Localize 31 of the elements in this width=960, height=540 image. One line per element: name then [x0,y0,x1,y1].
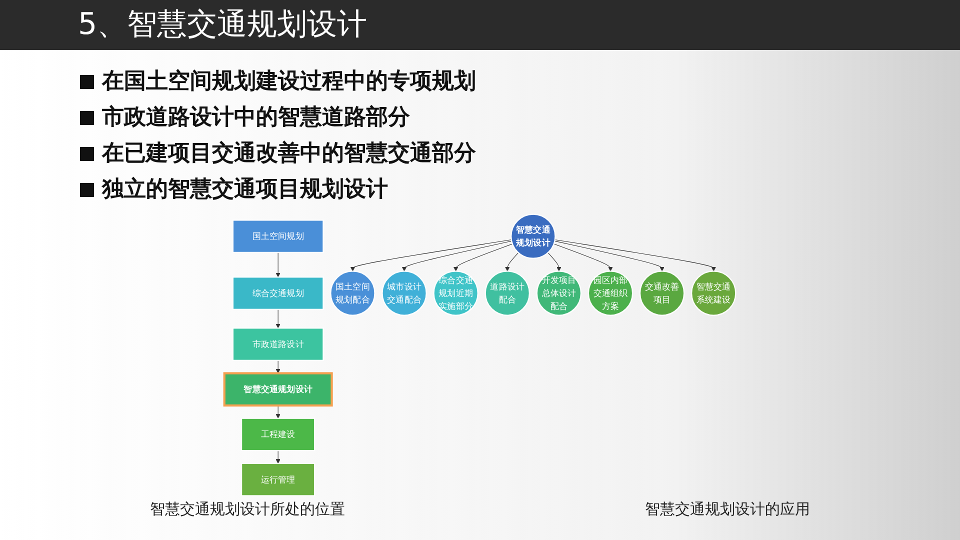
arrow [554,244,613,272]
bullet-text: 市政道路设计中的智慧道路部分 [102,104,410,132]
node-circle: 智慧交通规划设计 [510,214,556,259]
node-circle: 国土空间规划配合 [330,270,376,316]
node-circle: 道路设计配合 [484,270,530,316]
node-circle: 城市设计交通配合 [382,270,427,316]
bullet-text: 独立的智慧交通项目规划设计 [102,176,388,204]
node-box: 市政道路设计 [232,328,324,361]
arrow [350,239,512,272]
node-circle: 交通改善项目 [640,270,685,316]
arrow [554,239,716,272]
bullet-text: 在已建项目交通改善中的智慧交通部分 [102,140,476,168]
node-box: 智慧交通规划设计 [223,372,333,407]
diagram-caption: 智慧交通规划设计所处的位置 [150,500,345,519]
title: 5、智慧交通规划设计 [78,6,368,44]
arrow [276,309,280,328]
bullet-text: 在国土空间规划建设过程中的专项规划 [102,68,476,96]
node-circle: 智慧交通系统建设 [691,270,736,316]
diagram-caption: 智慧交通规划设计的应用 [645,500,810,519]
node-box: 工程建设 [241,418,316,452]
node-box: 综合交通规划 [232,276,324,310]
arrow [554,240,664,272]
arrow [276,252,280,278]
arrow [402,240,512,272]
node-box: 运行管理 [241,462,316,496]
node-box: 国土空间规划 [232,220,324,253]
arrow [548,252,562,272]
arrow [505,252,519,272]
arrow [276,360,280,374]
arrow [276,450,280,464]
arrow [453,244,513,272]
